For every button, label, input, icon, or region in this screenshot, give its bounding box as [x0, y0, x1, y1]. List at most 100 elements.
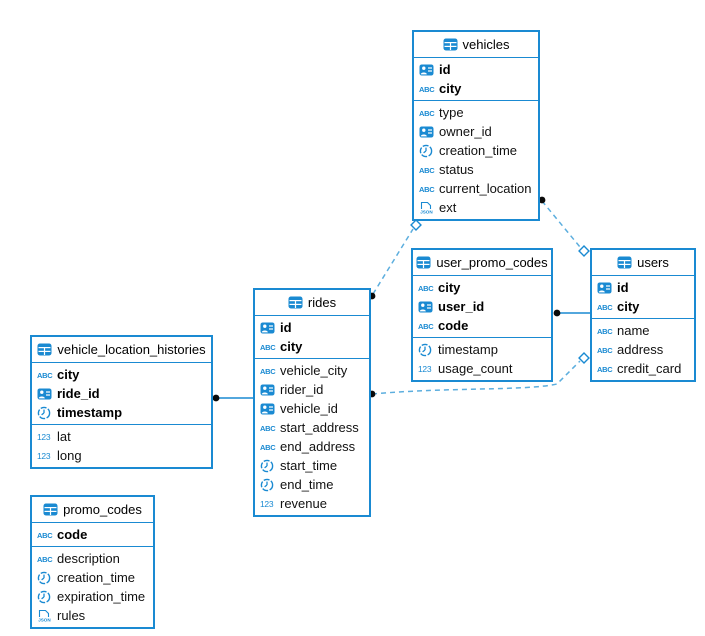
- svg-text:ABC: ABC: [419, 109, 435, 118]
- field-label: code: [438, 318, 469, 333]
- text-type-icon: ABC: [419, 108, 439, 118]
- field-row-user_promo_codes-timestamp[interactable]: timestamp: [413, 340, 551, 359]
- table-icon: [288, 296, 303, 309]
- number-type-icon: 123: [418, 363, 438, 374]
- field-row-users-id[interactable]: id: [592, 278, 694, 297]
- table-header-vehicles[interactable]: vehicles: [414, 32, 538, 58]
- field-row-rides-start_time[interactable]: start_time: [255, 456, 369, 475]
- field-label: address: [617, 342, 664, 357]
- field-label: id: [439, 62, 451, 77]
- field-row-vehicles-type[interactable]: ABC type: [414, 103, 538, 122]
- svg-text:ABC: ABC: [597, 346, 613, 355]
- field-label: lat: [57, 429, 71, 444]
- field-row-vehicle_location_histories-lat[interactable]: 123 lat: [32, 427, 211, 446]
- table-header-user_promo_codes[interactable]: user_promo_codes: [413, 250, 551, 276]
- svg-text:123: 123: [37, 432, 51, 442]
- field-row-user_promo_codes-user_id[interactable]: user_id: [413, 297, 551, 316]
- text-type-icon: ABC: [597, 364, 617, 374]
- field-label: type: [439, 105, 464, 120]
- json-type-icon: JSON: [419, 201, 439, 215]
- field-row-rides-vehicle_city[interactable]: ABC vehicle_city: [255, 361, 369, 380]
- timestamp-type-icon: [37, 406, 57, 420]
- field-row-rides-vehicle_id[interactable]: vehicle_id: [255, 399, 369, 418]
- table-header-vehicle_location_histories[interactable]: vehicle_location_histories: [32, 337, 211, 363]
- field-row-promo_codes-expiration_time[interactable]: expiration_time: [32, 587, 153, 606]
- field-row-rides-id[interactable]: id: [255, 318, 369, 337]
- table-icon: [416, 256, 431, 269]
- field-row-vehicle_location_histories-ride_id[interactable]: ride_id: [32, 384, 211, 403]
- field-row-vehicle_location_histories-timestamp[interactable]: timestamp: [32, 403, 211, 422]
- field-label: code: [57, 527, 88, 542]
- field-row-vehicles-creation_time[interactable]: creation_time: [414, 141, 538, 160]
- number-type-icon: 123: [37, 450, 57, 461]
- table-header-rides[interactable]: rides: [255, 290, 369, 316]
- timestamp-type-icon: [260, 459, 280, 473]
- timestamp-type-icon: [260, 478, 280, 492]
- id-card-icon: [418, 301, 438, 313]
- field-label: vehicle_city: [280, 363, 348, 378]
- text-type-icon: ABC: [418, 283, 438, 293]
- field-row-users-address[interactable]: ABC address: [592, 340, 694, 359]
- field-label: id: [617, 280, 629, 295]
- svg-text:ABC: ABC: [260, 367, 276, 376]
- json-type-icon: JSON: [37, 609, 57, 623]
- field-row-rides-rider_id[interactable]: rider_id: [255, 380, 369, 399]
- field-label: creation_time: [57, 570, 136, 585]
- field-label: current_location: [439, 181, 532, 196]
- svg-text:ABC: ABC: [419, 85, 435, 94]
- text-type-icon: ABC: [37, 370, 57, 380]
- field-label: status: [439, 162, 474, 177]
- relationship-dot-endpoint: [212, 394, 220, 402]
- id-card-icon: [260, 403, 280, 415]
- field-label: city: [617, 299, 640, 314]
- field-label: timestamp: [438, 342, 498, 357]
- number-type-icon: 123: [37, 431, 57, 442]
- field-label: owner_id: [439, 124, 492, 139]
- table-header-users[interactable]: users: [592, 250, 694, 276]
- field-row-vehicles-id[interactable]: id: [414, 60, 538, 79]
- field-row-vehicles-owner_id[interactable]: owner_id: [414, 122, 538, 141]
- field-label: vehicle_id: [280, 401, 338, 416]
- field-row-promo_codes-creation_time[interactable]: creation_time: [32, 568, 153, 587]
- field-label: timestamp: [57, 405, 123, 420]
- table-title: vehicle_location_histories: [57, 342, 206, 357]
- table-title: vehicles: [462, 37, 510, 52]
- field-label: user_id: [438, 299, 485, 314]
- field-row-vehicles-current_location[interactable]: ABC current_location: [414, 179, 538, 198]
- relationship-diamond-endpoint: [578, 245, 590, 257]
- field-row-rides-end_time[interactable]: end_time: [255, 475, 369, 494]
- table-icon: [43, 503, 58, 516]
- table-header-promo_codes[interactable]: promo_codes: [32, 497, 153, 523]
- svg-text:ABC: ABC: [419, 185, 435, 194]
